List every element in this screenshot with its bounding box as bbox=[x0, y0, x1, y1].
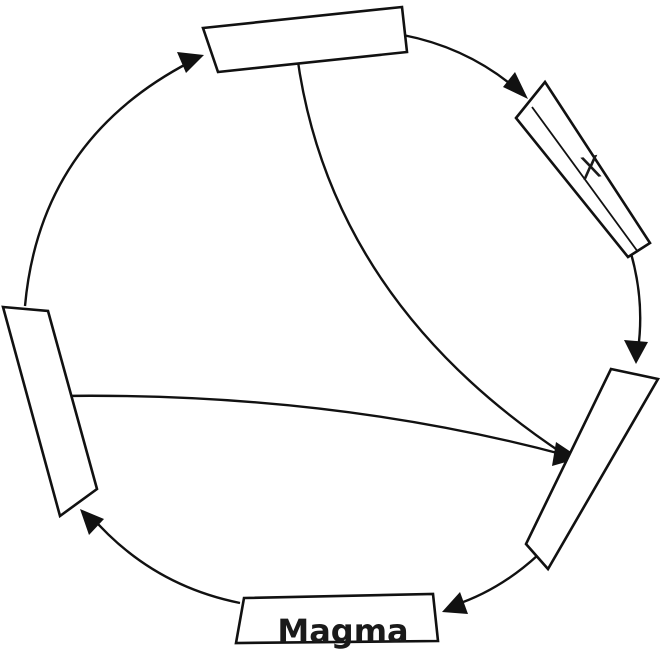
box-inner-line bbox=[531, 106, 639, 253]
arrow-right-to-magma bbox=[454, 554, 539, 607]
arrowhead-icon bbox=[503, 72, 528, 99]
arrowhead-icon bbox=[177, 52, 204, 73]
arrow-left-to-top bbox=[23, 60, 191, 307]
box-right bbox=[524, 367, 661, 572]
arrow-top-to-right bbox=[295, 54, 566, 457]
box-left bbox=[1, 305, 99, 519]
box-top bbox=[201, 5, 409, 74]
arrowhead-icon bbox=[624, 340, 648, 364]
arrowhead-icon bbox=[442, 592, 468, 614]
arrow-magma-to-left bbox=[89, 514, 241, 605]
box-upper-right bbox=[514, 79, 652, 259]
arrow-x-to-right bbox=[628, 249, 642, 351]
box-bottom-magma bbox=[234, 592, 440, 645]
arrowhead-icon bbox=[80, 509, 104, 535]
label-magma: Magma bbox=[277, 612, 408, 650]
arrow-left-to-right bbox=[57, 394, 566, 457]
arrow-top-to-x bbox=[402, 33, 521, 93]
